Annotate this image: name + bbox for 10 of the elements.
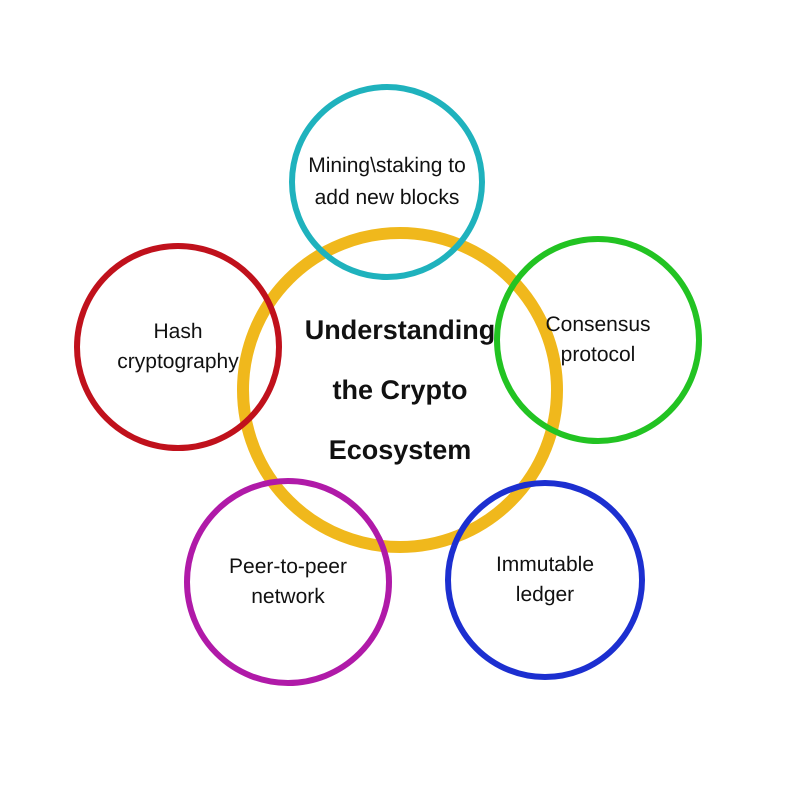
node-label: Peer-to-peer network: [228, 554, 348, 610]
node-label: Mining\staking to add new blocks: [307, 153, 467, 211]
circle-node: [494, 236, 702, 444]
circle-node: [184, 478, 392, 686]
circle-node: [289, 84, 485, 280]
circle-node: [445, 480, 645, 680]
node-label: Immutable ledger: [494, 552, 596, 608]
node-label: Understanding the Crypto Ecosystem: [304, 314, 496, 467]
node-label: Hash cryptography: [116, 319, 240, 375]
circle-node: [74, 243, 282, 451]
